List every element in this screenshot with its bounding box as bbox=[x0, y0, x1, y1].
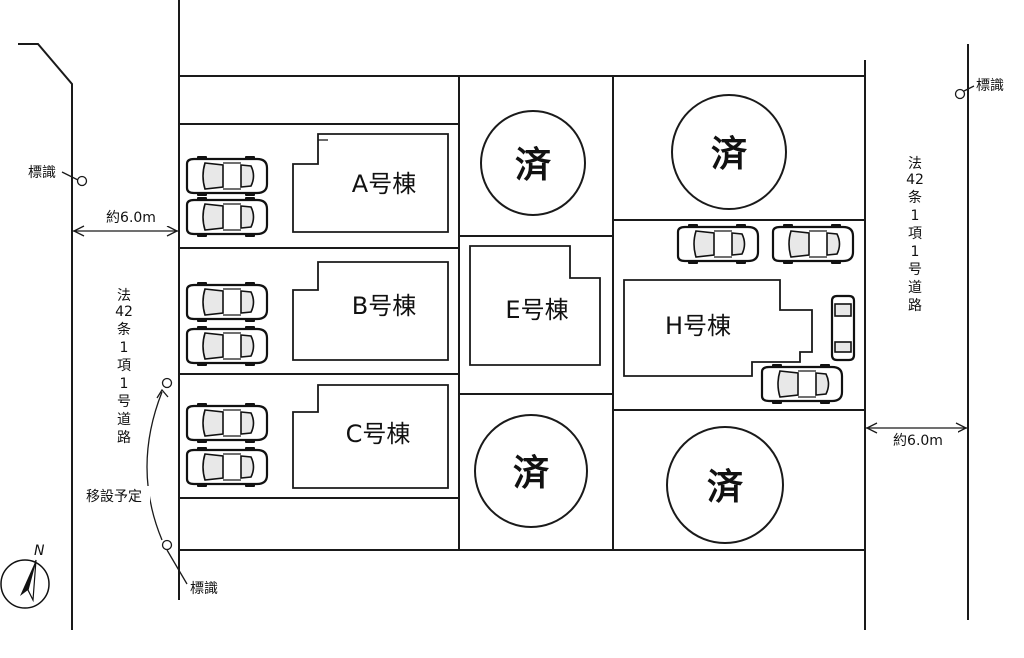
right-road-char: 42 bbox=[906, 172, 924, 188]
left-road-outer-edge bbox=[18, 43, 73, 630]
right-dimension-label-bg bbox=[878, 430, 958, 450]
car-icon bbox=[185, 280, 269, 324]
sold-circle-4 bbox=[666, 426, 784, 544]
sold-circle-3 bbox=[474, 414, 588, 528]
building-a-footprint bbox=[292, 133, 449, 233]
sold-label-1: 済 bbox=[515, 145, 551, 186]
sold-markers: 済 済 済 済 bbox=[474, 94, 787, 544]
car-icon bbox=[185, 324, 269, 368]
left-road-char: 道 bbox=[117, 412, 131, 428]
sign-label-left-bottom: 標識 bbox=[190, 581, 218, 597]
sold-circle-1 bbox=[480, 110, 586, 216]
car-icon bbox=[185, 195, 269, 239]
sign-label-right-top: 標識 bbox=[976, 78, 1004, 94]
relocation-note: 移設予定 bbox=[86, 489, 142, 505]
left-road-char: 路 bbox=[117, 430, 131, 446]
right-road-char: 号 bbox=[908, 262, 922, 278]
sold-label-2: 済 bbox=[711, 134, 747, 175]
sold-label-3: 済 bbox=[513, 453, 549, 494]
relocation-arrow-head bbox=[156, 388, 169, 399]
car-icon bbox=[185, 401, 269, 445]
relocation-arc bbox=[146, 391, 163, 541]
left-road-name: 法 42 条 1 項 1 号 道 路 bbox=[115, 288, 133, 446]
building-labels: A号棟 B号棟 C号棟 E号棟 H号棟 bbox=[346, 170, 731, 448]
north-compass: N bbox=[0, 543, 50, 609]
building-b-label: B号棟 bbox=[352, 292, 416, 320]
car-icon bbox=[185, 445, 269, 489]
compass-needle-icon bbox=[20, 560, 36, 596]
sign-leader-left-top bbox=[61, 171, 79, 181]
right-road-char: 1 bbox=[911, 208, 920, 224]
car-icon bbox=[760, 362, 844, 406]
sign-marker-right-top bbox=[954, 88, 966, 100]
left-road-char: 1 bbox=[120, 340, 129, 356]
left-dimension-arrow-left bbox=[72, 225, 85, 237]
right-road-char: 項 bbox=[908, 226, 922, 242]
sign-markers: 標識 移設予定 標識 標識 bbox=[28, 78, 1004, 597]
left-road-char: 法 bbox=[117, 288, 131, 304]
left-dimension-label: 約6.0m bbox=[106, 210, 156, 226]
building-c-label: C号棟 bbox=[346, 420, 411, 448]
sold-label-4: 済 bbox=[707, 467, 743, 508]
right-road-char: 条 bbox=[908, 189, 922, 206]
building-h-footprint bbox=[623, 279, 813, 377]
building-footprints bbox=[292, 133, 813, 489]
right-road-char: 法 bbox=[908, 156, 922, 172]
left-dimension-label-bg bbox=[92, 206, 170, 226]
right-dimension-label: 約6.0m bbox=[893, 433, 943, 449]
car-icon bbox=[676, 222, 760, 266]
left-road-char: 条 bbox=[117, 321, 131, 338]
right-road-char: 路 bbox=[908, 298, 922, 314]
right-road-name: 法 42 条 1 項 1 号 道 路 bbox=[906, 156, 924, 314]
right-road-char: 道 bbox=[908, 280, 922, 296]
right-road-char: 1 bbox=[911, 244, 920, 260]
building-e-label: E号棟 bbox=[505, 296, 568, 324]
left-road-char: 項 bbox=[117, 358, 131, 374]
sold-circle-2 bbox=[671, 94, 787, 210]
right-dimension-arrow-left bbox=[865, 422, 878, 434]
car-icon bbox=[185, 154, 269, 198]
right-dimension-arrow-right bbox=[955, 422, 968, 434]
left-road-char: 42 bbox=[115, 304, 133, 320]
compass-ring bbox=[0, 559, 50, 609]
left-dimension-arrow-right bbox=[166, 225, 179, 237]
sign-marker-relocated bbox=[161, 539, 173, 551]
left-road-char: 1 bbox=[120, 376, 129, 392]
relocation-note-bg bbox=[82, 486, 150, 506]
sign-label-left-top: 標識 bbox=[28, 165, 56, 181]
sign-marker-left-top bbox=[76, 175, 88, 187]
building-h-label: H号棟 bbox=[665, 312, 731, 340]
sign-marker-current bbox=[161, 377, 173, 389]
sign-leader-left-bottom bbox=[166, 549, 188, 585]
car-icon bbox=[771, 222, 855, 266]
dimension-lines: 約6.0m 約6.0m bbox=[72, 206, 968, 450]
building-e-footprint bbox=[469, 245, 601, 366]
compass-north-label: N bbox=[34, 543, 45, 559]
compass-needle-outline bbox=[27, 559, 37, 603]
building-c-footprint bbox=[292, 384, 449, 489]
car-icon bbox=[830, 294, 856, 362]
building-a-label: A号棟 bbox=[352, 170, 416, 198]
building-b-footprint bbox=[292, 261, 449, 361]
left-road-char: 号 bbox=[117, 394, 131, 410]
sign-leader-right-top bbox=[963, 85, 975, 92]
